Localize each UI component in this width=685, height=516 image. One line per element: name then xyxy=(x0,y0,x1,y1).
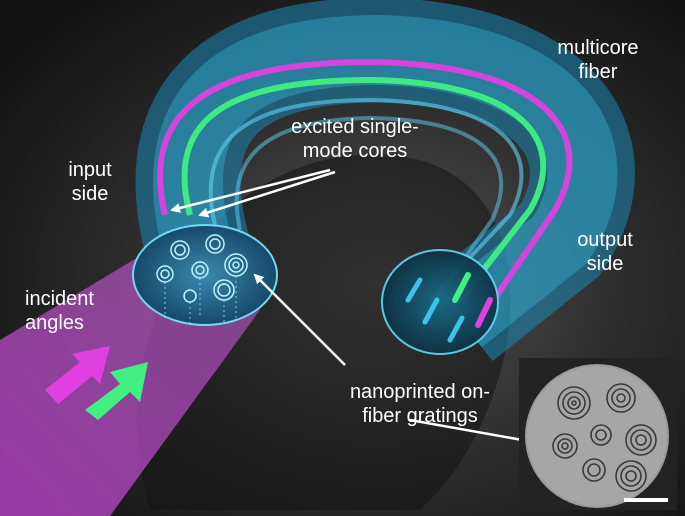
label-excited-cores: excited single- mode cores xyxy=(291,116,419,162)
label-input-side: input side xyxy=(68,159,112,205)
core-magenta xyxy=(157,58,573,322)
green-arrow-icon xyxy=(85,362,148,420)
label-incident-angles: incident angles xyxy=(25,288,94,334)
magenta-arrow-icon xyxy=(45,346,110,404)
multicore-fiber xyxy=(135,0,635,361)
core-green xyxy=(181,76,547,302)
sem-inset-image xyxy=(519,358,677,510)
input-face xyxy=(132,224,278,326)
output-face xyxy=(381,249,499,355)
label-gratings: nanoprinted on- fiber gratings xyxy=(349,381,491,427)
label-multicore-fiber: multicore fiber xyxy=(557,37,639,83)
label-output-side: output side xyxy=(577,229,633,275)
scale-bar xyxy=(624,498,668,502)
